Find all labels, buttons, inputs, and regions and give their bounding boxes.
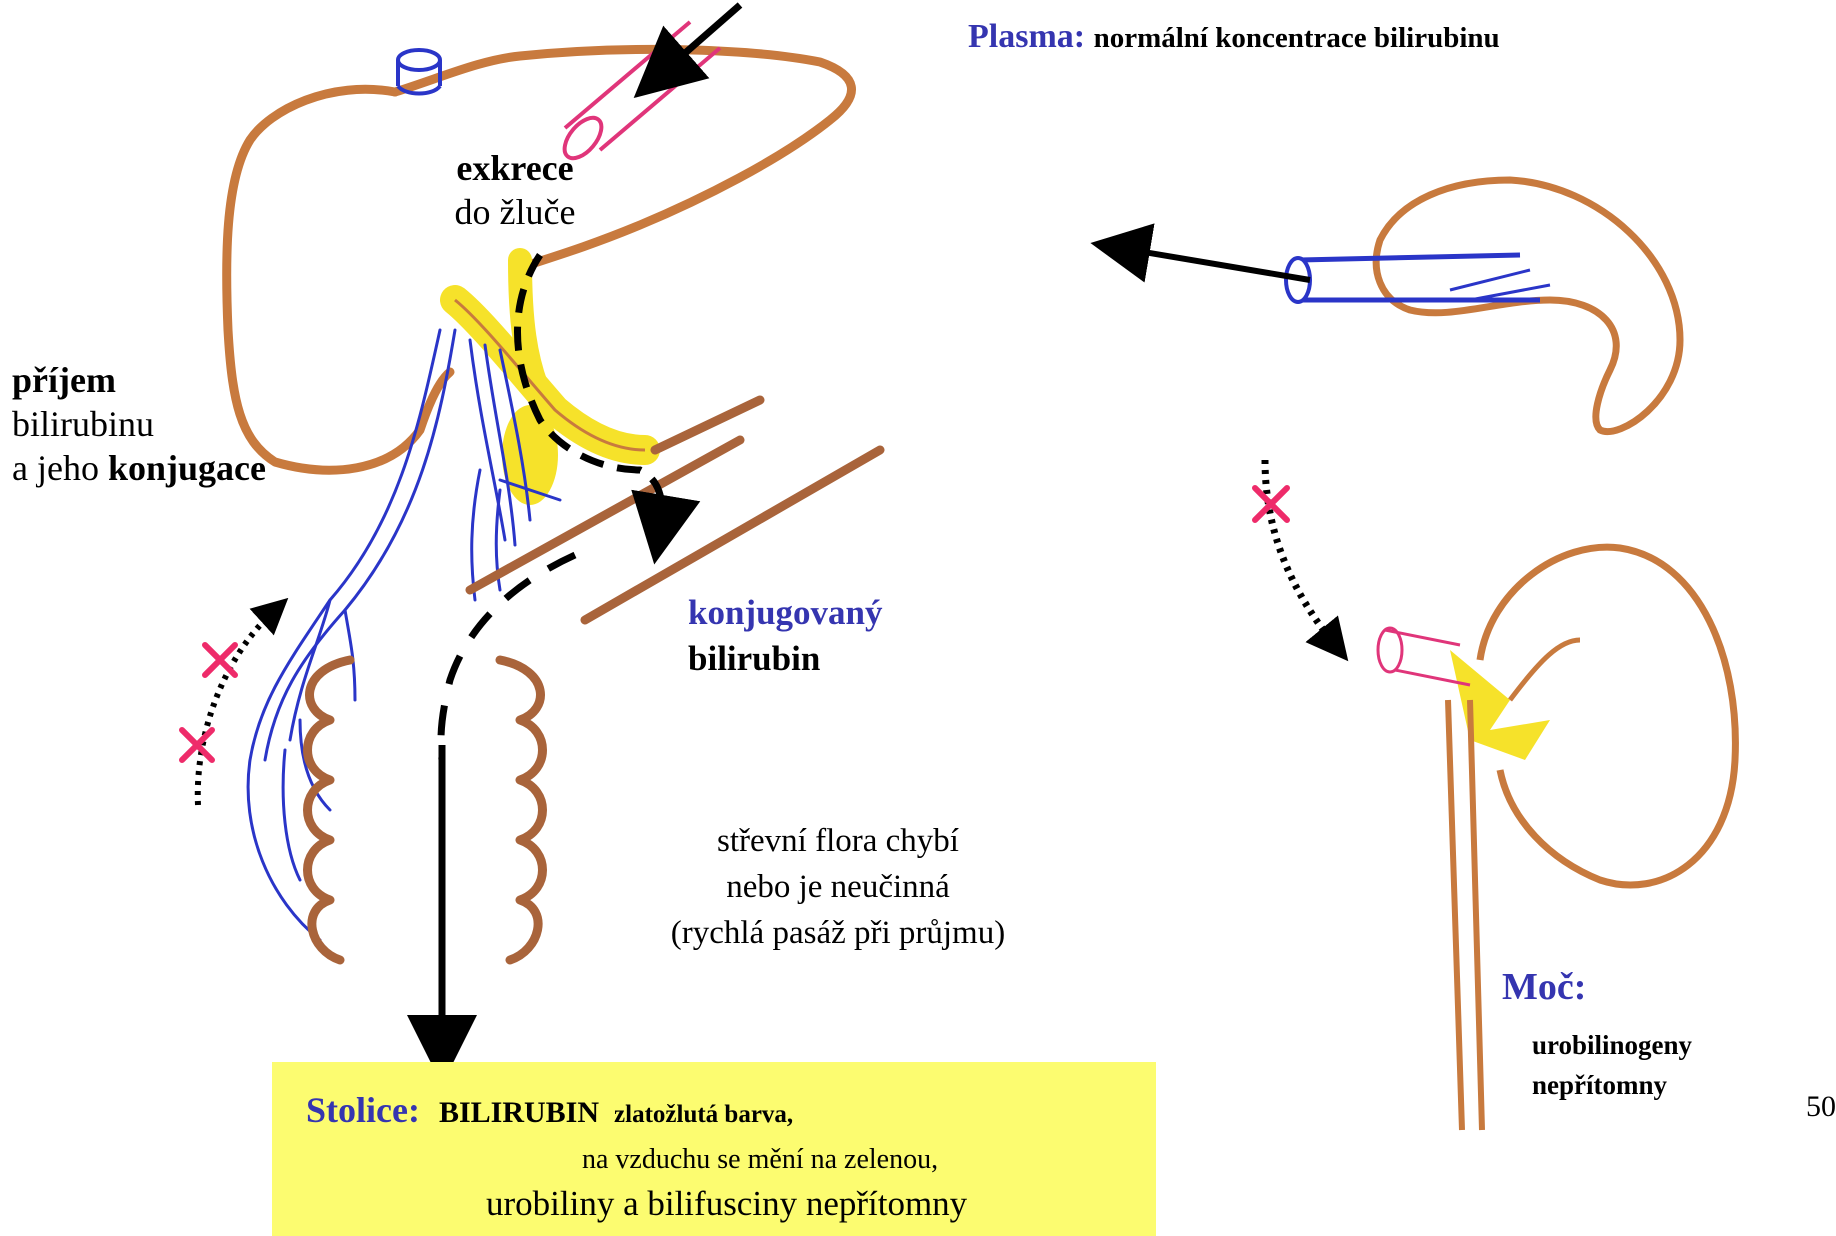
stool-label: Stolice: [306, 1090, 420, 1130]
stool-color: zlatožlutá barva, [614, 1101, 793, 1128]
stool-line2: na vzduchu se mění na zelenou, [582, 1146, 938, 1174]
conjugated-line2: bilirubin [688, 636, 883, 682]
urine-text: urobilinogeny nepřítomny [1532, 1025, 1692, 1105]
uptake-bold: příjem [12, 358, 266, 402]
renal-excretion-arrow [1265, 460, 1335, 645]
uptake-line2: bilirubinu [12, 402, 266, 446]
plasma-label: Plasma: [968, 18, 1085, 55]
enterohepatic-arrow [198, 610, 275, 805]
excretion-rest: do žluče [420, 194, 610, 230]
uptake-line3-bold: konjugace [108, 448, 266, 488]
urine-line1: urobilinogeny [1532, 1025, 1692, 1065]
flora-note: střevní flora chybí nebo je neučinná (ry… [588, 818, 1088, 956]
plasma-heading: Plasma: normální koncentrace bilirubinu [968, 20, 1500, 54]
renal-block-cross [1255, 488, 1287, 520]
conjugated-label: konjugovaný bilirubin [688, 590, 883, 682]
stool-line3: urobiliny a bilifusciny nepřítomny [486, 1186, 967, 1221]
flora-line2: nebo je neučinná [588, 864, 1088, 910]
page-number: 50 [1806, 1092, 1836, 1122]
splenic-outflow-arrow [1120, 248, 1310, 280]
bile-duct-drawing [455, 260, 645, 505]
excretion-bold: exkrece [420, 150, 610, 186]
stool-bilirubin: BILIRUBIN [439, 1096, 599, 1129]
conjugated-line1: konjugovaný [688, 590, 883, 636]
uptake-line3-pre: a jeho [12, 448, 108, 488]
flora-line3: (rychlá pasáž při průjmu) [588, 910, 1088, 956]
spleen-drawing [1286, 180, 1680, 432]
flora-line1: střevní flora chybí [588, 818, 1088, 864]
excretion-label: exkrece do žluče [420, 150, 610, 230]
uptake-label: příjem bilirubinu a jeho konjugace [12, 358, 266, 490]
urine-line2: nepřítomny [1532, 1065, 1692, 1105]
urine-label: Moč: [1502, 968, 1586, 1006]
blocked-cross-marks [182, 645, 235, 760]
plasma-text: normální koncentrace bilirubinu [1094, 22, 1500, 54]
stool-line1: Stolice: BILIRUBIN zlatožlutá barva, [306, 1092, 793, 1128]
stool-box: Stolice: BILIRUBIN zlatožlutá barva, na … [272, 1062, 1156, 1236]
